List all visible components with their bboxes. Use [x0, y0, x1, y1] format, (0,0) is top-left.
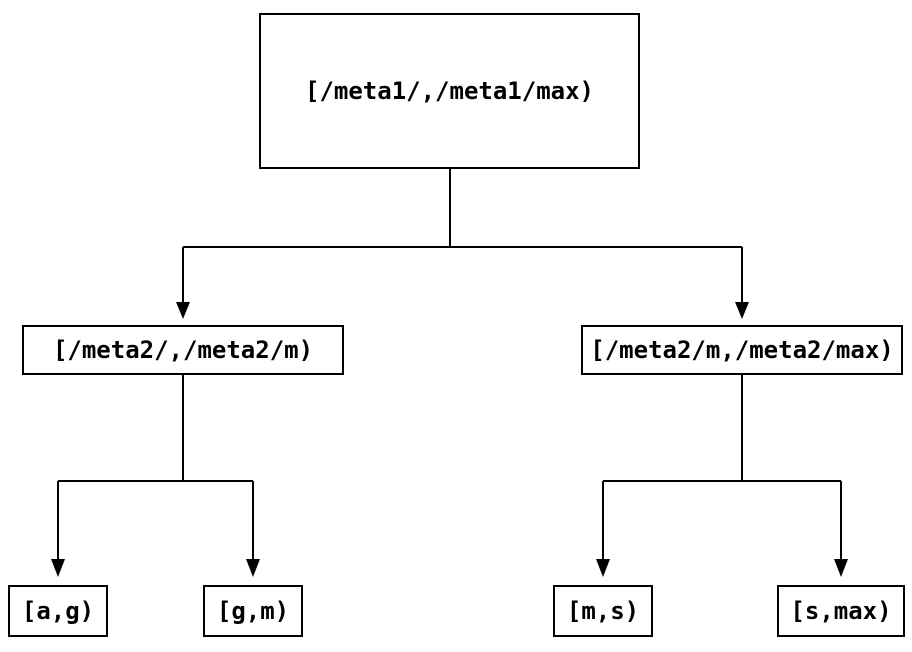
arrowhead-leaf-ag — [51, 559, 65, 577]
node-root-label: [/meta1/,/meta1/max) — [305, 77, 594, 105]
arrowhead-leaf-smax — [834, 559, 848, 577]
node-left-child-label: [/meta2/,/meta2/m) — [52, 336, 314, 364]
node-right-child-label: [/meta2/m,/meta2/max) — [590, 336, 894, 364]
node-leaf-s-max-label: [s,max) — [790, 597, 892, 625]
node-root: [/meta1/,/meta1/max) — [259, 13, 640, 169]
node-right-child: [/meta2/m,/meta2/max) — [581, 325, 903, 375]
node-left-child: [/meta2/,/meta2/m) — [22, 325, 344, 375]
arrowhead-leaf-gm — [246, 559, 260, 577]
arrowhead-leaf-ms — [596, 559, 610, 577]
node-leaf-a-g: [a,g) — [8, 585, 108, 637]
node-leaf-g-m: [g,m) — [203, 585, 303, 637]
node-leaf-m-s-label: [m,s) — [566, 597, 640, 625]
arrowhead-root-left — [176, 302, 190, 319]
node-leaf-a-g-label: [a,g) — [21, 597, 95, 625]
node-leaf-g-m-label: [g,m) — [216, 597, 290, 625]
node-leaf-m-s: [m,s) — [553, 585, 653, 637]
node-leaf-s-max: [s,max) — [777, 585, 905, 637]
arrowhead-root-right — [735, 302, 749, 319]
